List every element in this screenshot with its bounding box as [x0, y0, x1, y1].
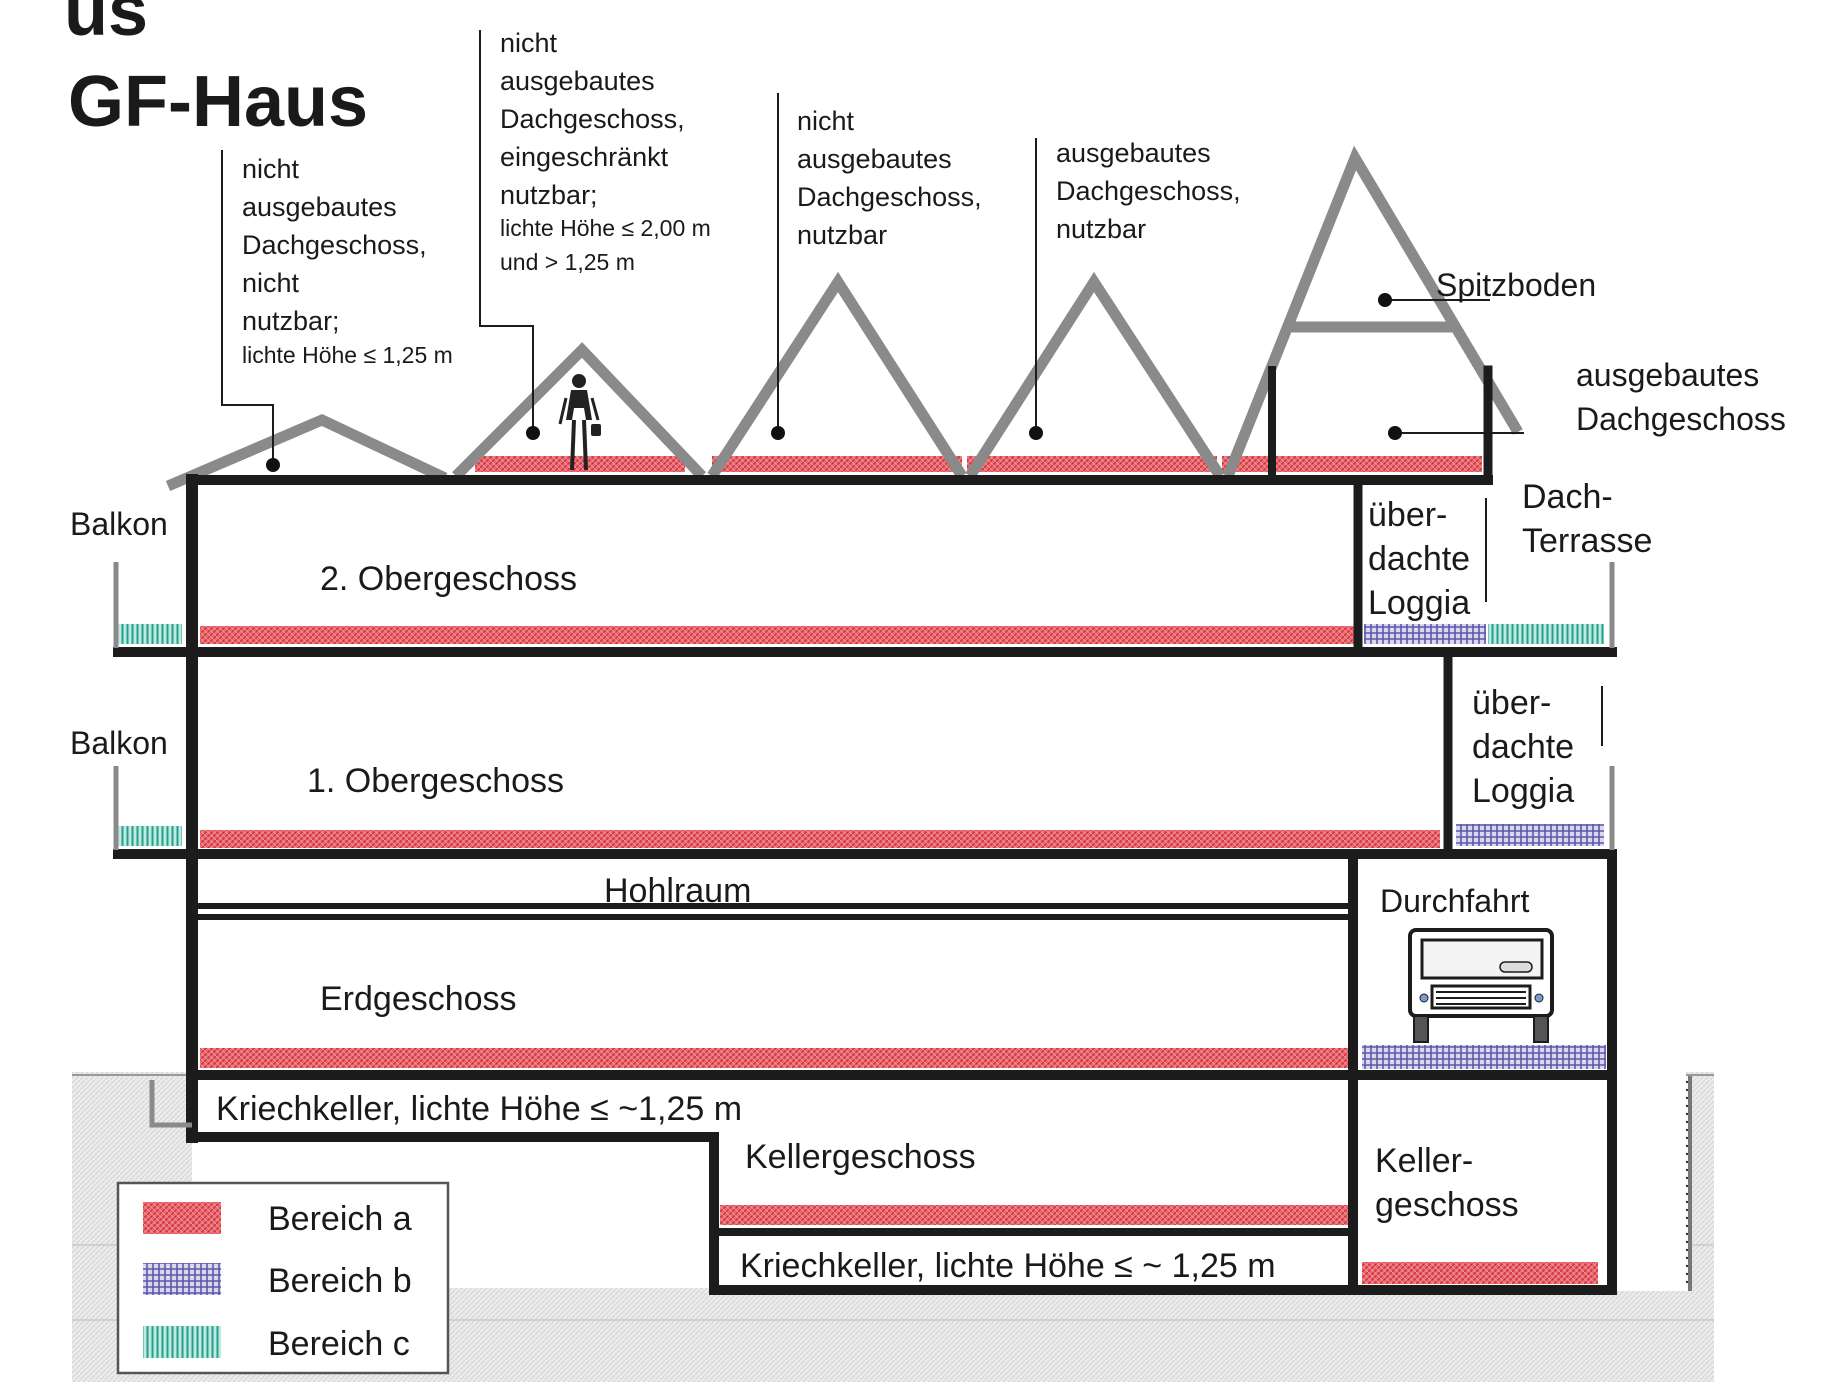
title-line-2: GF-Haus [68, 62, 368, 142]
legend-swatch-b [143, 1263, 221, 1295]
spitzboden-label: Spitzboden [1436, 267, 1596, 303]
balkon-top-label: Balkon [70, 506, 168, 542]
roof-gable-4 [965, 271, 1225, 479]
gable4-label-line-1: ausgebautes [1056, 138, 1211, 168]
structure [113, 365, 1617, 1295]
legend-label-c: Bereich c [268, 1325, 410, 1363]
og1-label: 1. Obergeschoss [307, 762, 564, 800]
loggia-mid-label-line-3: Loggia [1472, 772, 1574, 810]
legend: Bereich a Bereich b Bereich c [116, 1181, 450, 1375]
legend-swatch-a [143, 1202, 221, 1234]
balustrades [113, 562, 1615, 1128]
gable1-label-note: lichte Höhe ≤ 1,25 m [242, 342, 453, 368]
gable4-label-line-2: Dachgeschoss, [1056, 176, 1241, 206]
roof-gable-2 [452, 342, 706, 480]
keller-right-label-line-1: Keller- [1375, 1142, 1473, 1180]
leader-dots [266, 293, 1402, 472]
hohlraum-label: Hohlraum [604, 872, 751, 910]
gable4-label-line-3: nutzbar [1056, 214, 1146, 244]
leader-lines [221, 30, 1603, 746]
dach-terrasse-label-line-1: Dach- [1522, 478, 1613, 516]
gable2-label-line-4: eingeschränkt [500, 142, 669, 172]
gable2-label-line-3: Dachgeschoss, [500, 104, 685, 134]
bus-icon [1408, 928, 1554, 1043]
keller-right-label-line-2: geschoss [1375, 1186, 1519, 1224]
gable2-label-note-1: lichte Höhe ≤ 2,00 m [500, 215, 711, 241]
legend-swatch-c [143, 1326, 221, 1358]
legend-label-b: Bereich b [268, 1262, 412, 1300]
gable2-label-note-2: und > 1,25 m [500, 249, 635, 275]
gable3-label-line-3: Dachgeschoss, [797, 182, 982, 212]
gable2-label-line-2: ausgebautes [500, 66, 655, 96]
gable1-label-line-2: ausgebautes [242, 192, 397, 222]
dach-terrasse-label-line-2: Terrasse [1522, 522, 1652, 560]
loggia-mid-label-line-2: dachte [1472, 728, 1574, 766]
kriechkeller-top-label: Kriechkeller, lichte Höhe ≤ ~1,25 m [216, 1090, 742, 1128]
gable3-label-line-1: nicht [797, 106, 855, 136]
gable3-label-line-2: ausgebautes [797, 144, 952, 174]
eg-label: Erdgeschoss [320, 980, 517, 1018]
kellergeschoss-label: Kellergeschoss [745, 1138, 976, 1176]
kriechkeller-bottom-label: Kriechkeller, lichte Höhe ≤ ~ 1,25 m [740, 1247, 1276, 1285]
loggia-top-label-line-2: dachte [1368, 540, 1470, 578]
legend-label-a: Bereich a [268, 1200, 412, 1238]
dg-right-label-line-2: Dachgeschoss [1576, 401, 1786, 437]
durchfahrt-label: Durchfahrt [1380, 883, 1530, 919]
area-fills [118, 456, 1606, 1284]
loggia-top-label-line-1: über- [1368, 496, 1447, 534]
gable1-label-line-4: nicht [242, 268, 300, 298]
person-icon [558, 374, 601, 471]
dg-right-label-line-1: ausgebautes [1576, 357, 1759, 393]
gable1-label-line-5: nutzbar; [242, 306, 340, 336]
balkon-mid-label: Balkon [70, 725, 168, 761]
gable2-label-line-5: nutzbar; [500, 180, 598, 210]
roof-gable-1 [165, 413, 448, 492]
gable1-label-line-3: Dachgeschoss, [242, 230, 427, 260]
gable2-label-line-1: nicht [500, 28, 558, 58]
roof-gable-3 [707, 271, 967, 479]
loggia-mid-label-line-1: über- [1472, 684, 1551, 722]
title-line-1: us [64, 0, 148, 51]
og2-label: 2. Obergeschoss [320, 560, 577, 598]
gable3-label-line-4: nutzbar [797, 220, 887, 250]
gable1-label-line-1: nicht [242, 154, 300, 184]
loggia-top-label-line-3: Loggia [1368, 584, 1470, 622]
